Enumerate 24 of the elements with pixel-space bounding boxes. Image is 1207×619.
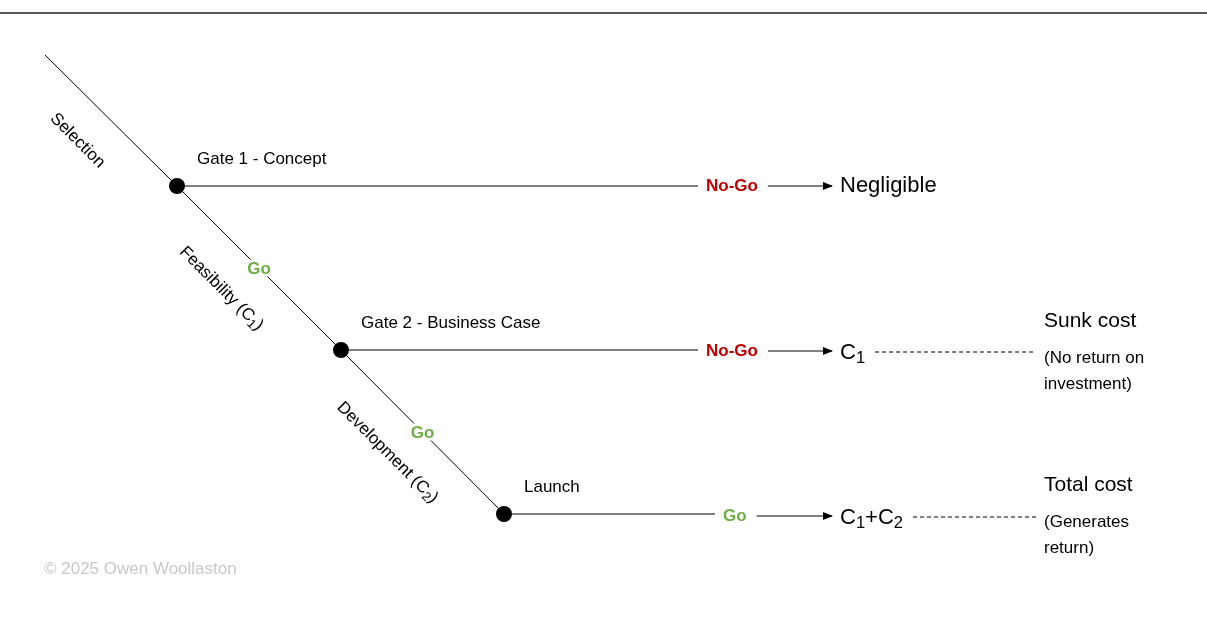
cost-note: (Generates return)	[1044, 511, 1131, 560]
dashed-line	[912, 516, 1037, 518]
line	[511, 513, 716, 515]
cost-label: C$_{1}$+C$_{2}$	[840, 503, 903, 531]
arrow	[767, 347, 833, 355]
arrow	[767, 182, 833, 190]
arrow	[756, 512, 833, 520]
cost-label: C$_{1}$	[840, 338, 866, 366]
line	[346, 355, 499, 509]
cost-heading: Sunk cost	[1044, 306, 1138, 333]
decision-label: No-Go	[706, 340, 758, 362]
line	[44, 54, 172, 181]
edge-label: Go	[245, 259, 273, 277]
line	[182, 191, 336, 345]
cost-heading: Total cost	[1044, 470, 1134, 497]
gate-label: Gate 1 - Concept	[197, 148, 327, 170]
cost-note: (No return on investment)	[1044, 347, 1146, 396]
gate-label: Gate 2 - Business Case	[361, 312, 541, 334]
decision-label: No-Go	[706, 175, 758, 197]
decision-label: Go	[723, 505, 747, 527]
gate-label: Launch	[524, 476, 580, 498]
line	[184, 185, 699, 187]
cost-label: Negligible	[840, 171, 937, 199]
line	[348, 349, 699, 351]
